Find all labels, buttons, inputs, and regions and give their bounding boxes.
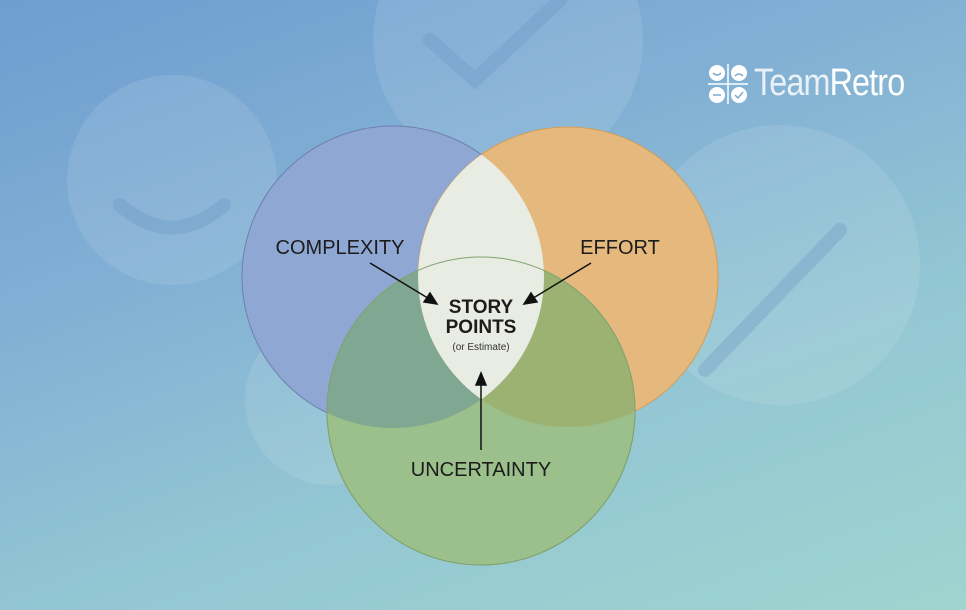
complexity-label: COMPLEXITY (276, 237, 405, 259)
effort-label: EFFORT (580, 237, 660, 259)
estimate-label: (or Estimate) (452, 342, 509, 353)
smiley-face-icon (67, 75, 277, 285)
uncertainty-label: UNCERTAINTY (411, 459, 551, 481)
retro-faces-icon (708, 63, 748, 104)
story-label: STORY (449, 297, 514, 318)
points-label: POINTS (446, 317, 517, 338)
center-intersection (418, 127, 544, 427)
check-badge-icon (640, 125, 920, 405)
logo-retro: Retro (829, 62, 906, 104)
teamretro-logo: TeamRetro (708, 62, 931, 105)
logo-team: Team (754, 62, 830, 104)
logo-text: TeamRetro (754, 62, 906, 105)
